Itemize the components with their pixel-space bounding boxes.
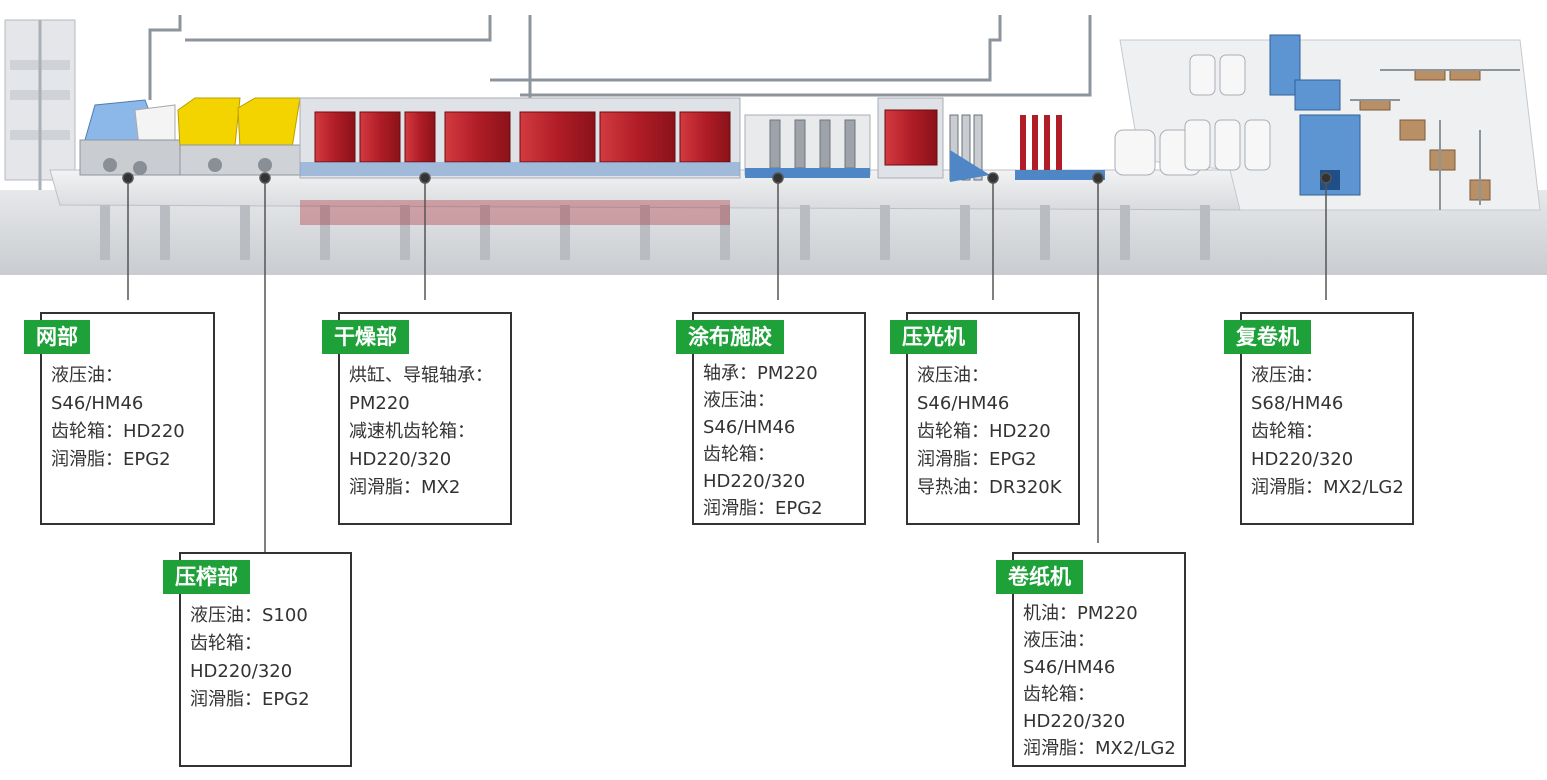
tag-wire-section: 网部 bbox=[24, 320, 90, 354]
lubricant-list: 液压油： S46/HM46 齿轮箱：HD220 润滑脂：EPG2 bbox=[51, 362, 209, 474]
callout-coating-section: 涂布施胶 轴承：PM220 液压油： S46/HM46 齿轮箱： HD220/3… bbox=[676, 312, 866, 525]
lubricant-line: HD220/320 bbox=[1251, 449, 1354, 470]
lubricant-line: 液压油：S100 bbox=[190, 605, 308, 626]
lubricant-line: 液压油： bbox=[51, 365, 123, 386]
lubricant-list: 烘缸、导辊轴承： PM220 减速机齿轮箱： HD220/320 润滑脂：MX2 bbox=[349, 362, 506, 502]
callout-rewinder: 复卷机 液压油： S68/HM46 齿轮箱： HD220/320 润滑脂：MX2… bbox=[1224, 312, 1414, 525]
tag-coating-section: 涂布施胶 bbox=[676, 320, 784, 354]
lubricant-line: 轴承：PM220 bbox=[703, 363, 818, 384]
lubricant-line: 导热油：DR320K bbox=[917, 477, 1062, 498]
tag-calender: 压光机 bbox=[890, 320, 977, 354]
lubricant-line: S46/HM46 bbox=[917, 393, 1010, 414]
lubricant-line: 润滑脂：MX2 bbox=[349, 477, 461, 498]
lubricant-line: 齿轮箱：HD220 bbox=[51, 421, 185, 442]
lubricant-list: 机油：PM220 液压油： S46/HM46 齿轮箱： HD220/320 润滑… bbox=[1023, 600, 1180, 762]
lubricant-line: 润滑脂：EPG2 bbox=[190, 689, 310, 710]
tag-rewinder: 复卷机 bbox=[1224, 320, 1311, 354]
lubricant-line: 齿轮箱： bbox=[703, 444, 775, 465]
lubricant-list: 液压油： S68/HM46 齿轮箱： HD220/320 润滑脂：MX2/LG2 bbox=[1251, 362, 1408, 502]
lubricant-list: 液压油：S100 齿轮箱： HD220/320 润滑脂：EPG2 bbox=[190, 602, 346, 714]
tag-dryer-section: 干燥部 bbox=[322, 320, 409, 354]
callout-press-section: 压榨部 液压油：S100 齿轮箱： HD220/320 润滑脂：EPG2 bbox=[163, 552, 352, 767]
lubricant-line: 润滑脂：EPG2 bbox=[917, 449, 1037, 470]
lubricant-line: 减速机齿轮箱： bbox=[349, 421, 475, 442]
lubricant-line: HD220/320 bbox=[190, 661, 293, 682]
tag-reel: 卷纸机 bbox=[996, 560, 1083, 594]
lubricant-list: 液压油： S46/HM46 齿轮箱：HD220 润滑脂：EPG2 导热油：DR3… bbox=[917, 362, 1074, 502]
lubricant-line: S68/HM46 bbox=[1251, 393, 1344, 414]
lubricant-line: 液压油： bbox=[1023, 630, 1095, 651]
lubricant-line: S46/HM46 bbox=[1023, 657, 1116, 678]
lubricant-line: 润滑脂：EPG2 bbox=[51, 449, 171, 470]
lubricant-line: 润滑脂：MX2/LG2 bbox=[1023, 738, 1176, 759]
lubricant-line: 齿轮箱： bbox=[1023, 684, 1095, 705]
lubricant-line: HD220/320 bbox=[1023, 711, 1126, 732]
lubricant-line: HD220/320 bbox=[703, 471, 806, 492]
callout-wire-section: 网部 液压油： S46/HM46 齿轮箱：HD220 润滑脂：EPG2 bbox=[24, 312, 215, 525]
lubricant-line: PM220 bbox=[349, 393, 410, 414]
lubricant-line: 齿轮箱： bbox=[190, 633, 262, 654]
lubricant-line: 烘缸、导辊轴承： bbox=[349, 365, 493, 386]
lubricant-line: S46/HM46 bbox=[703, 417, 796, 438]
paper-machine-illustration bbox=[0, 15, 1547, 275]
lubricant-line: 润滑脂：EPG2 bbox=[703, 498, 823, 519]
callout-calender: 压光机 液压油： S46/HM46 齿轮箱：HD220 润滑脂：EPG2 导热油… bbox=[890, 312, 1080, 525]
lubricant-line: 齿轮箱：HD220 bbox=[917, 421, 1051, 442]
callout-dryer-section: 干燥部 烘缸、导辊轴承： PM220 减速机齿轮箱： HD220/320 润滑脂… bbox=[322, 312, 512, 525]
callout-reel: 卷纸机 机油：PM220 液压油： S46/HM46 齿轮箱： HD220/32… bbox=[996, 552, 1186, 767]
tag-press-section: 压榨部 bbox=[163, 560, 250, 594]
lubricant-line: HD220/320 bbox=[349, 449, 452, 470]
lubricant-line: S46/HM46 bbox=[51, 393, 144, 414]
lubricant-line: 润滑脂：MX2/LG2 bbox=[1251, 477, 1404, 498]
lubricant-line: 机油：PM220 bbox=[1023, 603, 1138, 624]
lubricant-line: 液压油： bbox=[1251, 365, 1323, 386]
lubricant-line: 液压油： bbox=[703, 390, 775, 411]
lubricant-line: 液压油： bbox=[917, 365, 989, 386]
lubricant-line: 齿轮箱： bbox=[1251, 421, 1323, 442]
lubricant-list: 轴承：PM220 液压油： S46/HM46 齿轮箱： HD220/320 润滑… bbox=[703, 360, 860, 522]
